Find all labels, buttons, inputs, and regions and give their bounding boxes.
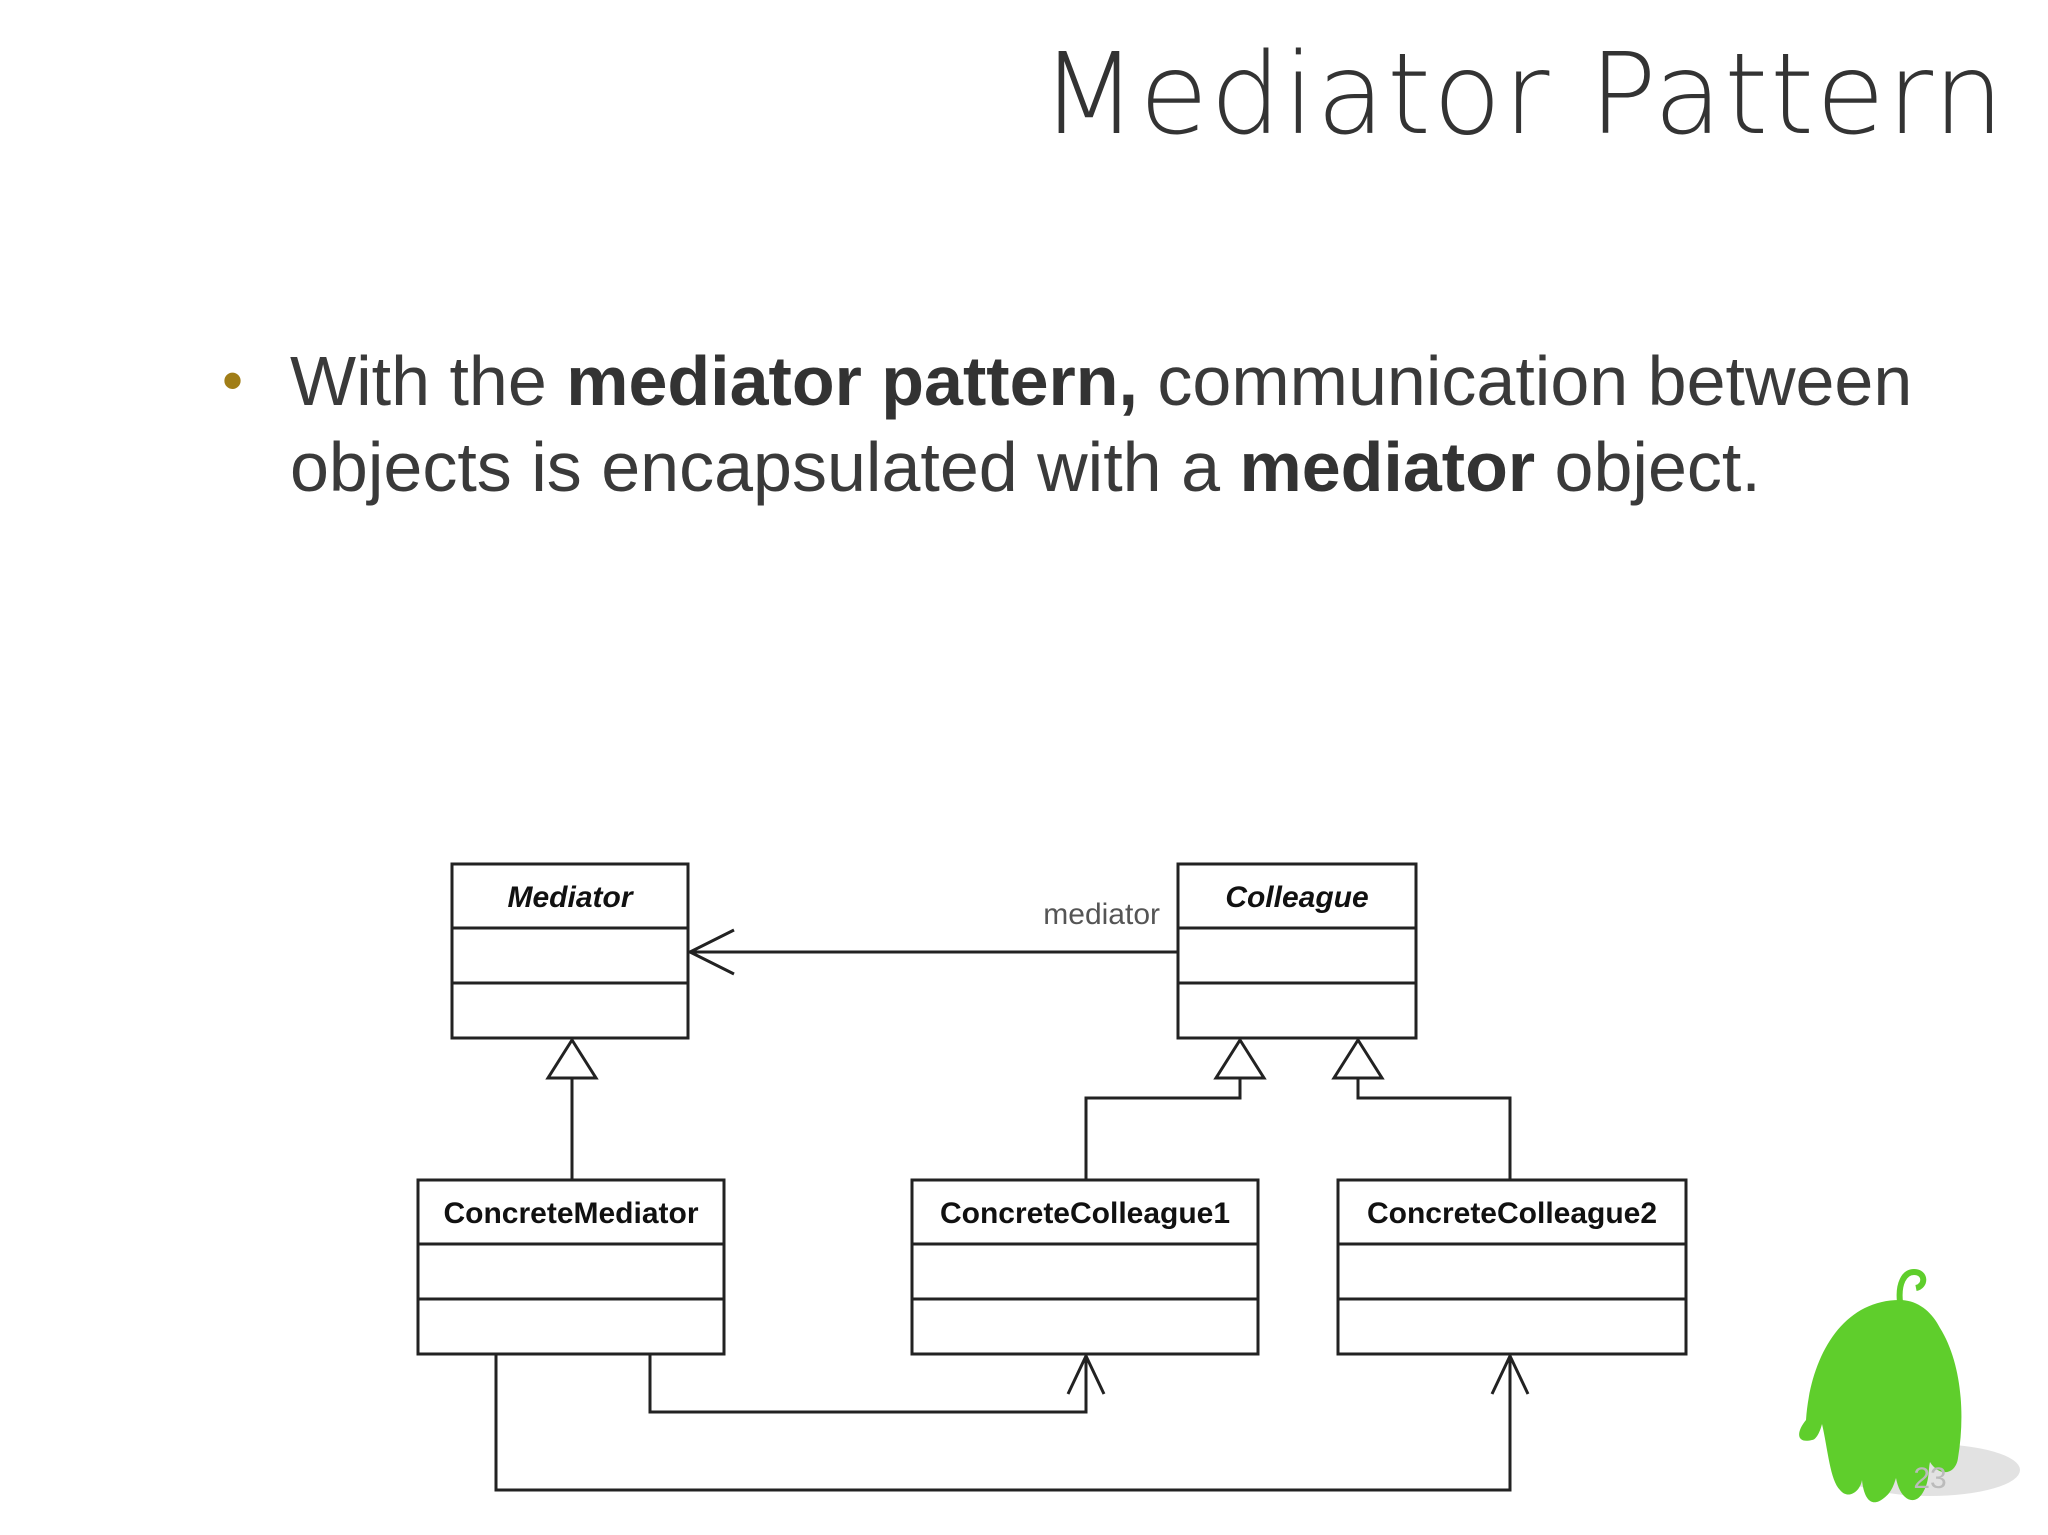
generalization-concrete-colleague-2 bbox=[1331, 1037, 1512, 1180]
slide-title: Mediator Pattern bbox=[1040, 30, 2006, 160]
class-concrete-colleague-1-name: ConcreteColleague1 bbox=[940, 1197, 1230, 1230]
generalization-concrete-colleague-1 bbox=[1084, 1037, 1267, 1180]
association-mediator-to-colleague-1 bbox=[648, 1352, 1106, 1414]
class-concrete-colleague-2-name: ConcreteColleague2 bbox=[1367, 1197, 1657, 1230]
association-mediator-to-colleague-2 bbox=[494, 1352, 1530, 1492]
generalization-concrete-mediator bbox=[545, 1037, 599, 1180]
class-concrete-colleague-1 bbox=[910, 1178, 1260, 1356]
class-concrete-mediator bbox=[416, 1178, 726, 1356]
class-mediator bbox=[450, 862, 690, 1040]
bullet-bold-mediator: mediator bbox=[1239, 428, 1536, 506]
class-colleague bbox=[1176, 862, 1418, 1040]
class-concrete-mediator-name: ConcreteMediator bbox=[443, 1197, 698, 1230]
class-mediator-name: Mediator bbox=[507, 881, 634, 914]
bullet-item: • With the mediator pattern, communicati… bbox=[210, 338, 2010, 510]
bullet-list: • With the mediator pattern, communicati… bbox=[210, 338, 2010, 510]
association-role-label: mediator bbox=[1043, 898, 1160, 931]
page-number: 23 bbox=[1913, 1462, 1946, 1495]
class-concrete-colleague-2 bbox=[1336, 1178, 1688, 1356]
bullet-dot-icon: • bbox=[222, 347, 244, 414]
bullet-bold-mediator-pattern: mediator pattern, bbox=[566, 342, 1138, 420]
bullet-text-1: With the bbox=[290, 342, 567, 420]
class-colleague-name: Colleague bbox=[1225, 881, 1368, 914]
bullet-text-2: communication between objects is encapsu… bbox=[290, 342, 1913, 506]
association-colleague-to-mediator bbox=[686, 928, 1178, 976]
green-mascot-icon bbox=[1799, 1268, 2020, 1503]
bullet-text-3: object. bbox=[1535, 428, 1761, 506]
